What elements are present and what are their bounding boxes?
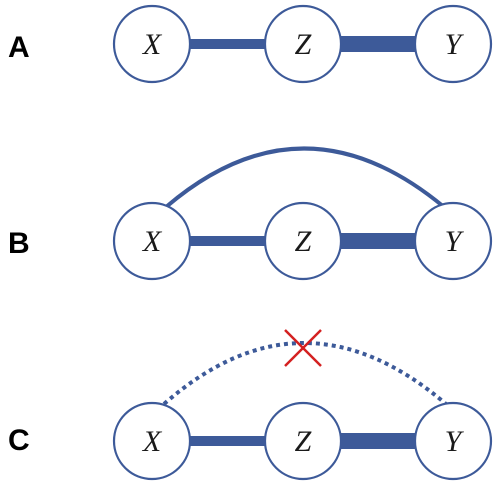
- node-x-c-label: X: [142, 425, 163, 458]
- node-z-a-label: Z: [295, 28, 312, 61]
- panel-c: C X Z Y: [8, 329, 493, 481]
- node-z-c: Z: [263, 401, 343, 481]
- arc-x-y-dotted: [162, 341, 448, 406]
- panel-label-a: A: [8, 31, 30, 64]
- node-x-a: X: [112, 4, 192, 84]
- node-z-b: Z: [263, 201, 343, 281]
- panel-label-b: B: [8, 227, 30, 260]
- node-x-a-label: X: [142, 28, 163, 61]
- node-x-b: X: [112, 201, 192, 281]
- panel-b: B X Z Y: [8, 146, 493, 281]
- panel-a: A X Z Y: [8, 4, 493, 84]
- node-y-c-label: Y: [445, 425, 465, 458]
- cross-mark-icon: [284, 329, 322, 367]
- node-y-b-label: Y: [445, 225, 465, 258]
- node-y-a: Y: [413, 4, 493, 84]
- node-x-c: X: [112, 401, 192, 481]
- node-y-c: Y: [413, 401, 493, 481]
- panel-label-c: C: [8, 424, 30, 457]
- node-y-a-label: Y: [445, 28, 465, 61]
- node-z-c-label: Z: [295, 425, 312, 458]
- node-z-a: Z: [263, 4, 343, 84]
- node-z-b-label: Z: [295, 225, 312, 258]
- node-x-b-label: X: [142, 225, 163, 258]
- node-y-b: Y: [413, 201, 493, 281]
- arc-x-y-solid: [164, 146, 446, 209]
